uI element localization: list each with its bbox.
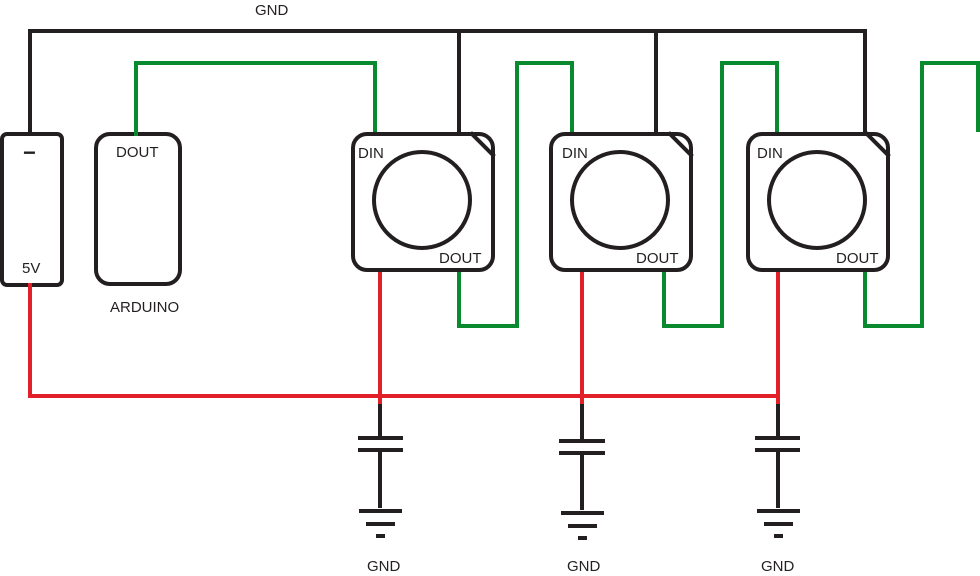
power-5v-label: 5V (22, 260, 40, 277)
gnd-bottom-label-1: GND (367, 558, 401, 575)
ground-symbol-3 (757, 509, 800, 538)
ground-symbol-2 (561, 511, 604, 540)
gnd-bottom-label-3: GND (761, 558, 795, 575)
power-minus-label: − (23, 140, 36, 165)
data-wires (134, 61, 980, 328)
led-3-din-label: DIN (757, 145, 783, 162)
led-1-dout-label: DOUT (439, 250, 482, 267)
top-gnd-label: GND (255, 2, 289, 19)
capacitor-1 (358, 404, 403, 508)
gnd-bottom-label-2: GND (567, 558, 601, 575)
power-wires (28, 268, 780, 406)
led-2 (549, 131, 694, 272)
led-3-dout-label: DOUT (836, 250, 879, 267)
arduino-dout-label: DOUT (116, 144, 159, 161)
led-2-dout-label: DOUT (636, 250, 679, 267)
led-3 (746, 131, 891, 272)
ground-symbol-1 (359, 509, 402, 538)
arduino-name-label: ARDUINO (110, 299, 179, 316)
led-1-din-label: DIN (358, 145, 384, 162)
capacitor-3 (755, 404, 800, 508)
led-2-din-label: DIN (562, 145, 588, 162)
gnd-bus (28, 29, 867, 137)
capacitor-2 (559, 404, 605, 510)
led-1 (351, 131, 496, 272)
